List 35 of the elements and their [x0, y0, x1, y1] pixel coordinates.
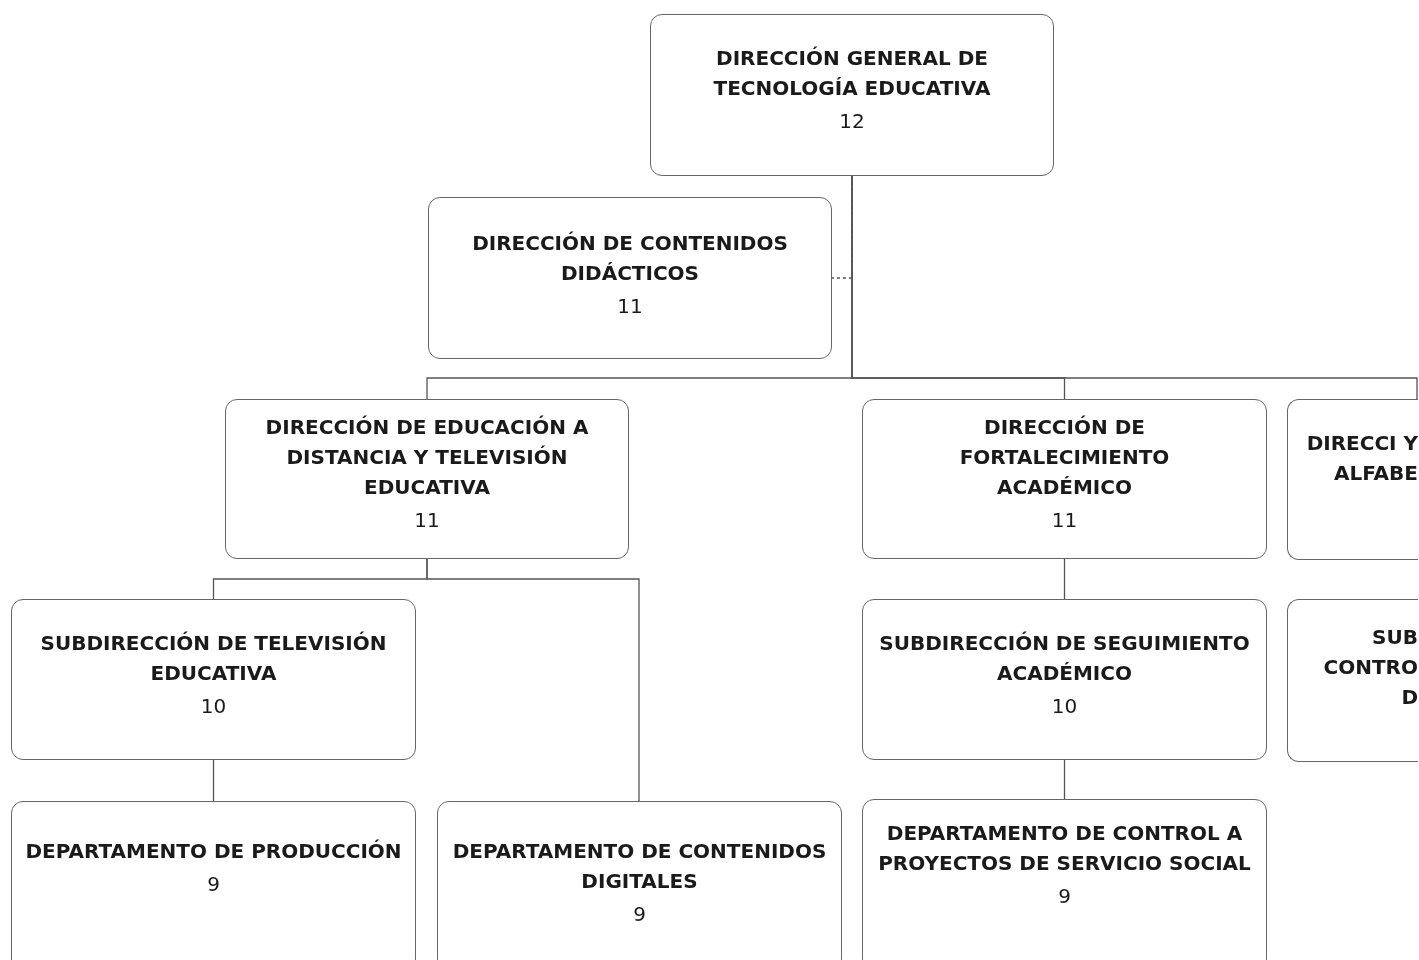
unit-title: DEPARTAMENTO DE CONTENIDOS DIGITALES [451, 838, 828, 895]
connector-line [212, 759, 215, 802]
connector-line [426, 558, 640, 802]
org-unit-box [1287, 399, 1418, 560]
org-unit-box [428, 197, 832, 359]
connector-line [1063, 558, 1066, 600]
org-unit-box [862, 599, 1267, 760]
unit-number: 12 [839, 108, 865, 135]
unit-title: DEPARTAMENTO DE CONTROL A PROYECTOS DE SERVICIO SOCIAL [877, 820, 1252, 877]
unit-number: 11 [617, 293, 643, 320]
org-unit-box [862, 799, 1267, 960]
unit-title: DIRECCIÓN GENERAL DE TECNOLOGÍA EDUCATIVA [712, 45, 992, 102]
org-unit-box [437, 801, 842, 960]
unit-title: SUB CONTRO D [1322, 624, 1418, 711]
unit-title: DIRECCIÓN DE CONTENIDOS DIDÁCTICOS [471, 230, 789, 287]
org-unit-box [11, 599, 416, 760]
unit-title: DIRECCIÓN DE FORTALECIMIENTO ACADÉMICO [958, 414, 1171, 501]
unit-number: 11 [1051, 507, 1078, 534]
unit-title: SUBDIRECCIÓN DE TELEVISIÓN EDUCATIVA [39, 630, 388, 687]
org-unit-box [1287, 599, 1418, 762]
unit-title: DIRECCI Y ALFABE [1305, 430, 1418, 487]
org-unit-box [862, 399, 1267, 559]
connector-line [1063, 759, 1066, 800]
unit-number: 10 [1051, 693, 1078, 720]
unit-title: SUBDIRECCIÓN DE SEGUIMIENTO ACADÉMICO [878, 630, 1251, 687]
unit-title: DEPARTAMENTO DE PRODUCCIÓN [25, 838, 402, 865]
org-unit-box [11, 801, 416, 960]
unit-number: 10 [200, 693, 227, 720]
unit-number: 9 [633, 901, 646, 928]
org-unit-box [650, 14, 1054, 176]
unit-number: 9 [207, 871, 220, 898]
unit-title: DIRECCIÓN DE EDUCACIÓN A DISTANCIA Y TELEVISIÓN EDUCATIVA [264, 414, 590, 501]
org-unit-box [225, 399, 629, 559]
unit-number: 9 [1058, 883, 1071, 910]
unit-number: 11 [414, 507, 440, 534]
